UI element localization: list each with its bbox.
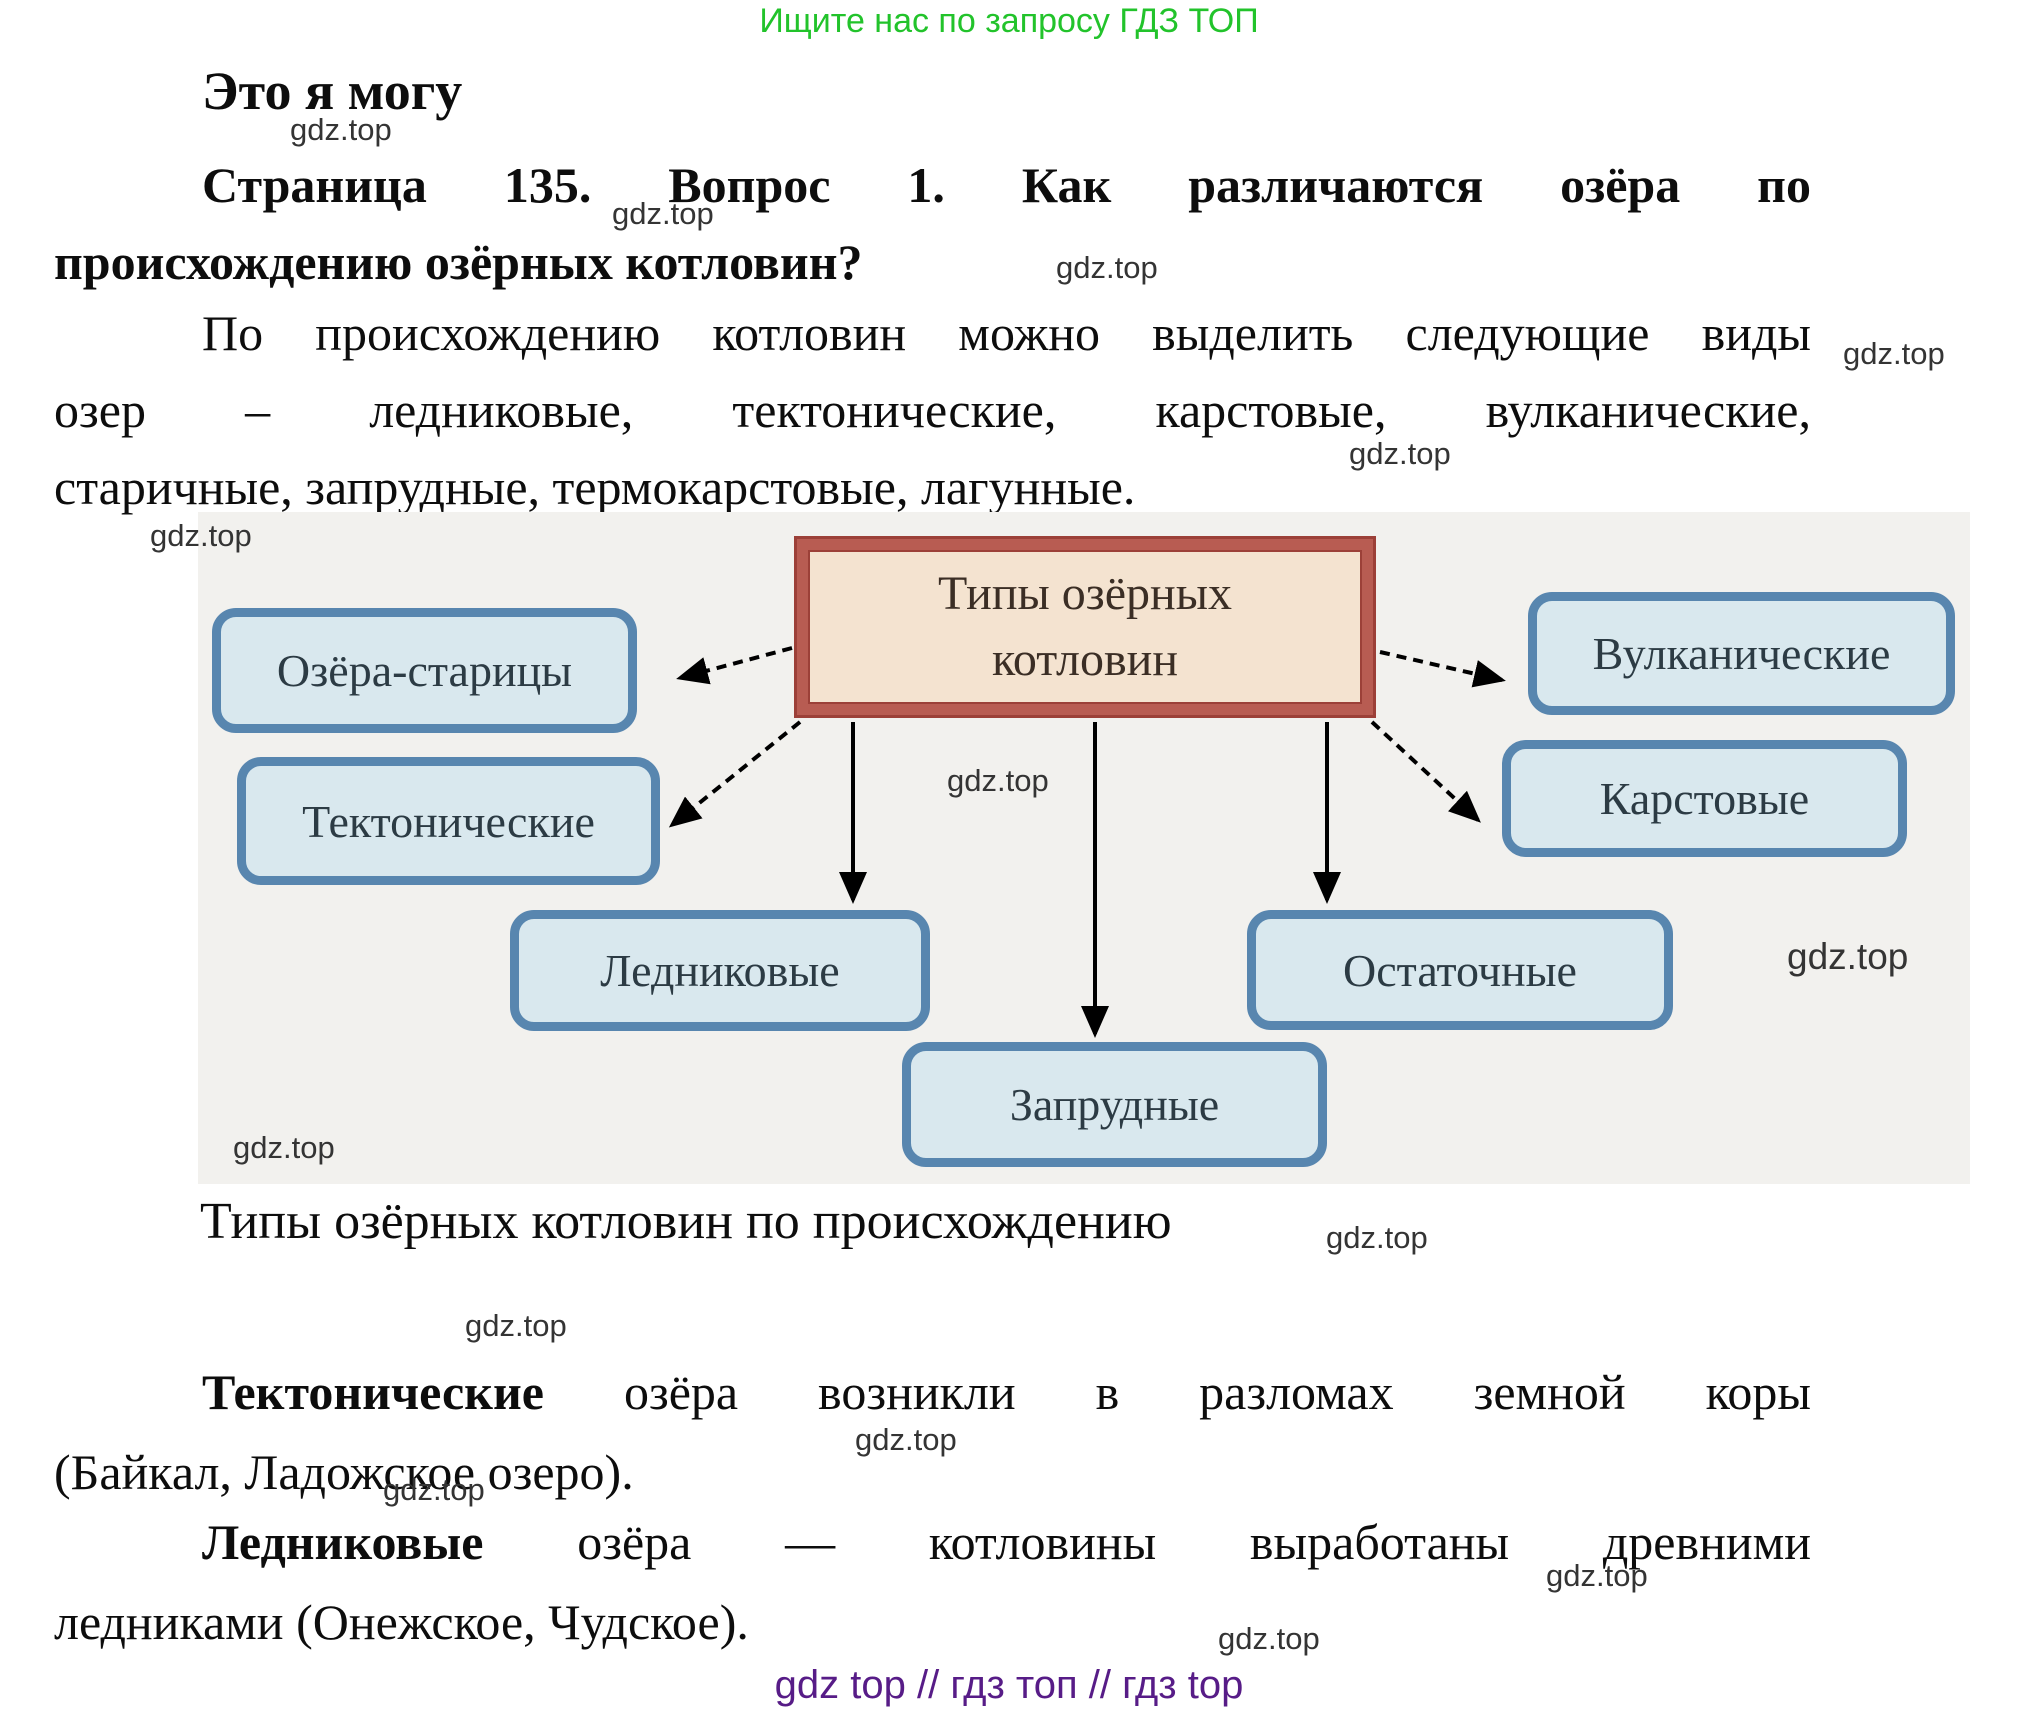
question-paragraph: Страница 135. Вопрос 1. Как различаются … [54, 147, 1811, 301]
diagram-node-zaprudnye: Запрудные [902, 1042, 1327, 1167]
question-line-1: Страница 135. Вопрос 1. Как различаются … [202, 157, 1811, 213]
diagram-caption: Типы озёрных котловин по происхождению [200, 1193, 1172, 1250]
question-line-2: происхождению озёрных котловин? [54, 234, 863, 290]
diagram-node-lednikovye: Ледниковые [510, 910, 930, 1031]
footer-links: gdz top // гдз топ // гдз top [774, 1663, 1244, 1707]
promo-header: Ищите нас по запросу ГДЗ ТОП [759, 2, 1259, 40]
glacial-line-2: ледниками (Онежское, Чудское). [54, 1594, 749, 1650]
watermark: gdz.top [465, 1308, 567, 1343]
watermark: gdz.top [855, 1422, 957, 1457]
tectonic-line-2: (Байкал, Ладожское озеро). [54, 1444, 634, 1500]
glacial-line-1-rest: озёра — котловины выработаны древними [483, 1514, 1811, 1570]
watermark: gdz.top [233, 1130, 335, 1165]
intro-line-2: озер – ледниковые, тектонические, карсто… [54, 382, 1811, 438]
watermark: gdz.top [1546, 1558, 1648, 1593]
central-label-line1: Типы озёрных [938, 567, 1232, 620]
watermark: gdz.top [1218, 1621, 1320, 1656]
diagram-node-ostatochnye: Остаточные [1247, 910, 1673, 1030]
glacial-line-1: Ледниковые озёра — котловины выработаны … [54, 1502, 1811, 1582]
watermark: gdz.top [1787, 936, 1909, 977]
watermark: gdz.top [1349, 436, 1451, 471]
glacial-paragraph: Ледниковые озёра — котловины выработаны … [54, 1502, 1811, 1662]
watermark: gdz.top [1843, 336, 1945, 371]
intro-line-1: По происхождению котловин можно выделить… [202, 305, 1811, 361]
watermark: gdz.top [290, 112, 392, 147]
watermark: gdz.top [947, 763, 1049, 798]
glacial-term: Ледниковые [202, 1514, 484, 1570]
diagram-node-vulkanicheskie: Вулканические [1528, 592, 1955, 715]
watermark: gdz.top [1326, 1220, 1428, 1255]
intro-line-3: старичные, запрудные, термокарстовые, ла… [54, 459, 1136, 515]
tectonic-line-1: Тектонические озёра возникли в разломах … [54, 1352, 1811, 1432]
diagram-node-karstovye: Карстовые [1502, 740, 1907, 857]
tectonic-line-1-rest: озёра возникли в разломах земной коры [543, 1364, 1811, 1420]
watermark: gdz.top [612, 196, 714, 231]
diagram-node-tektonicheskie: Тектонические [237, 757, 660, 885]
intro-paragraph: По происхождению котловин можно выделить… [54, 295, 1811, 526]
diagram-node-central-inner: Типы озёрных котловин [808, 550, 1362, 704]
watermark: gdz.top [150, 518, 252, 553]
watermark: gdz.top [383, 1472, 485, 1507]
diagram-node-ozera-staritsy: Озёра-старицы [212, 608, 637, 733]
tectonic-paragraph: Тектонические озёра возникли в разломах … [54, 1352, 1811, 1512]
tectonic-term: Тектонические [202, 1364, 544, 1420]
central-label-line2: котловин [991, 633, 1179, 686]
section-heading: Это я могу [202, 61, 463, 121]
diagram-node-central: Типы озёрных котловин [794, 536, 1376, 718]
watermark: gdz.top [1056, 250, 1158, 285]
